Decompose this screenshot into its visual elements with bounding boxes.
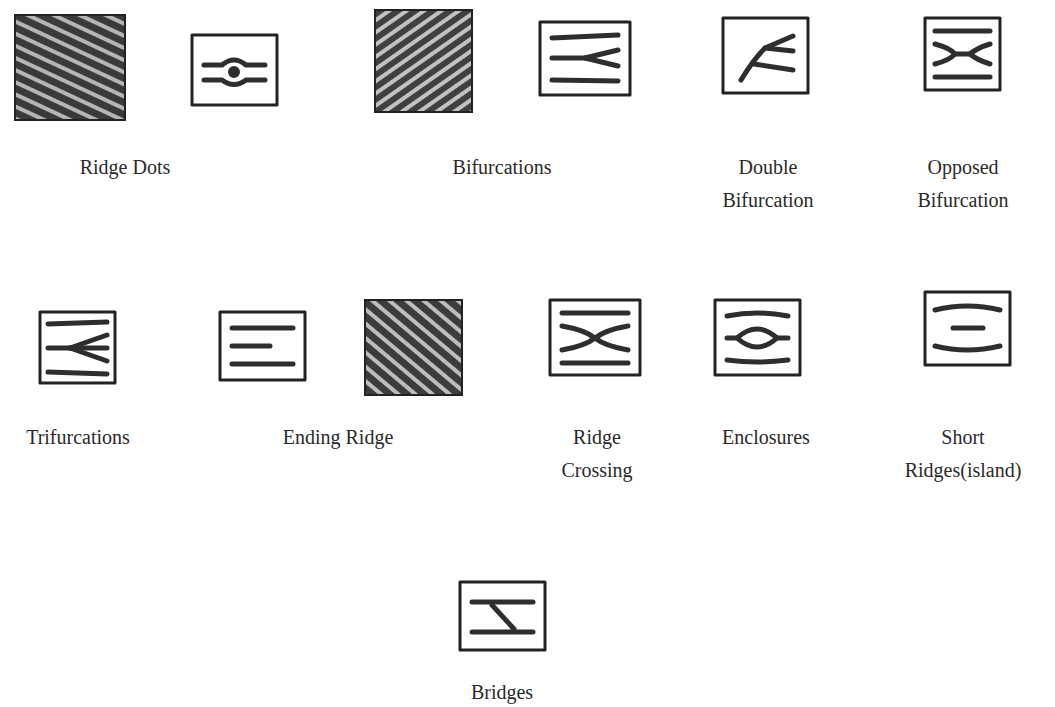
label-box: Opposed Bifurcation: [906, 151, 1021, 217]
label-box: Ridge Crossing: [550, 421, 645, 487]
label-box: Trifurcations: [8, 421, 148, 454]
label-box: Bridges: [432, 676, 572, 707]
pattern-label: Trifurcations: [8, 421, 148, 454]
label-box: Short Ridges(island): [893, 421, 1033, 487]
pattern-label: Bridges: [432, 676, 572, 707]
fingerprint-photo: [15, 10, 472, 395]
pattern-label: Bifurcations: [422, 151, 582, 184]
pattern-label: Enclosures: [696, 421, 836, 454]
pattern-label: Short Ridges(island): [893, 421, 1033, 487]
pattern-label: Ridge Dots: [45, 151, 205, 184]
label-box: Double Bifurcation: [711, 151, 826, 217]
pattern-label: Double Bifurcation: [711, 151, 826, 217]
label-box: Bifurcations: [422, 151, 582, 184]
pattern-label: Ending Ridge: [258, 421, 418, 454]
pattern-label: Ridge Crossing: [550, 421, 645, 487]
pattern-label: Opposed Bifurcation: [906, 151, 1021, 217]
label-box: Enclosures: [696, 421, 836, 454]
label-box: Ending Ridge: [258, 421, 418, 454]
label-box: Ridge Dots: [45, 151, 205, 184]
ridge-icons: [40, 18, 1010, 650]
